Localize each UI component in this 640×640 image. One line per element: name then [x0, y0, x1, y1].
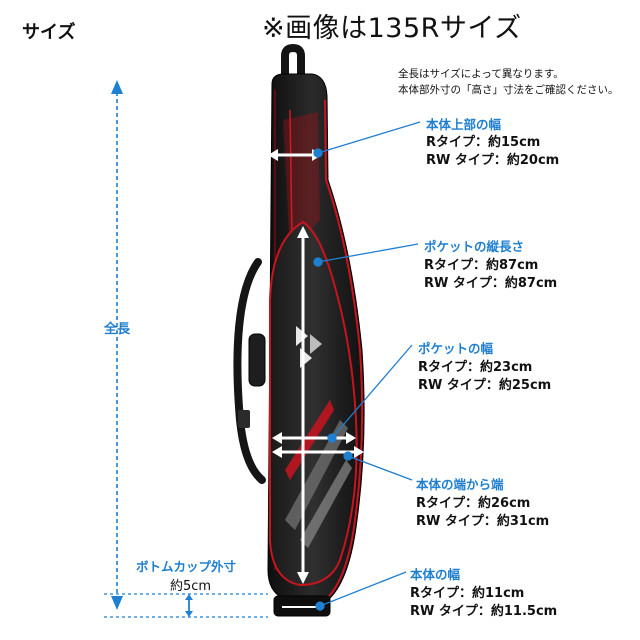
front-pocket [269, 220, 358, 587]
callout-body-width-rw: RW タイプ：約11.5cm [410, 604, 558, 619]
callout-pocket-length-r: Rタイプ：約87cm [424, 258, 539, 273]
callout-top-width-rw: RW タイプ：約20cm [426, 153, 560, 168]
bottom-cup-guides [104, 593, 268, 618]
leader-lines [313, 121, 421, 611]
note-line-1: 全長はサイズによって異なります。 [398, 68, 564, 80]
callout-pocket-width-r: Rタイプ：約23cm [418, 360, 533, 375]
callout-end-to-end-title: 本体の端から端 [416, 477, 504, 492]
callout-top-width-r: Rタイプ：約15cm [426, 135, 541, 150]
total-length-arrow [111, 80, 123, 610]
total-length-label: 全長 [104, 322, 131, 337]
bottom-cup-value: 約5cm [170, 579, 212, 594]
image-size-note: ※画像は135Rサイズ [262, 13, 522, 44]
bottom-cup-title: ボトムカップ外寸 [136, 559, 237, 574]
pocket-width-arrow [272, 432, 356, 444]
callout-pocket-width-title: ポケットの幅 [418, 341, 494, 356]
note-line-2: 本体部外寸の「高さ」寸法をご確認ください。 [398, 84, 619, 96]
callout-pocket-length-title: ポケットの縦長さ [424, 239, 525, 254]
callout-top-width-title: 本体上部の幅 [426, 117, 502, 132]
callout-pocket-length-rw: RW タイプ：約87cm [424, 276, 558, 291]
callout-pocket-width-rw: RW タイプ：約25cm [418, 378, 552, 393]
callout-body-width-title: 本体の幅 [410, 567, 461, 582]
callout-end-to-end-rw: RW タイプ：約31cm [416, 514, 550, 529]
shoulder-strap [233, 258, 266, 484]
top-handle [281, 43, 305, 86]
callout-end-to-end-r: Rタイプ：約26cm [416, 496, 531, 511]
size-heading: サイズ [22, 22, 76, 43]
callout-body-width-r: Rタイプ：約11cm [410, 586, 525, 601]
pocket-length-arrow [297, 226, 309, 584]
